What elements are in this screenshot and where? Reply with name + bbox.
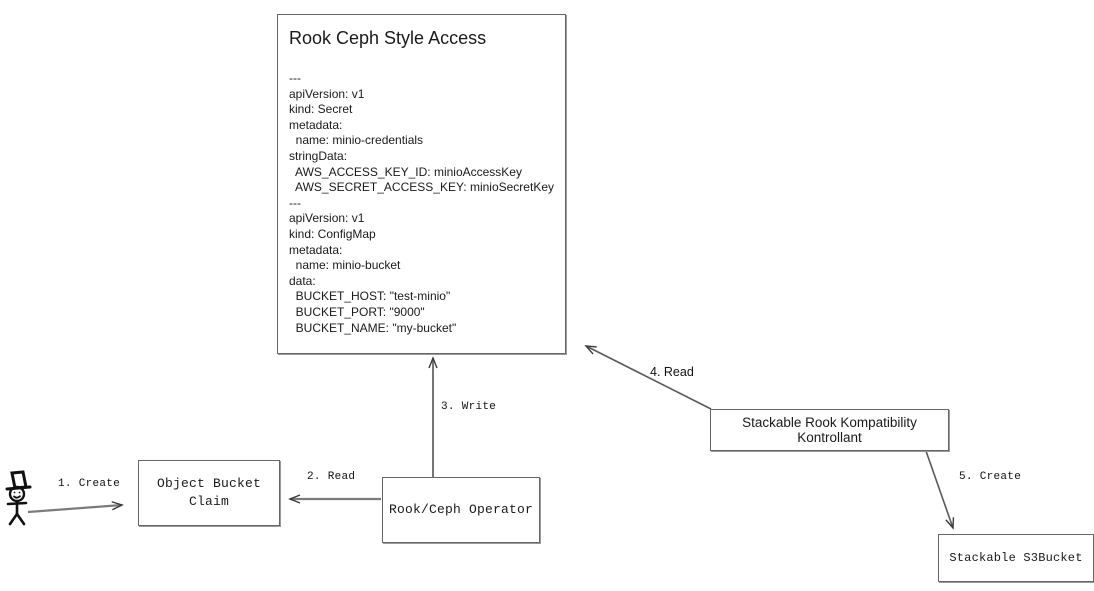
- edge-1-create: [27, 501, 124, 514]
- node-stackable-rook-kompatibility-kontrollant[interactable]: Stackable Rook Kompatibility Kontrollant: [710, 409, 949, 451]
- edge-5-create: [925, 450, 955, 530]
- node-rook-ceph-operator[interactable]: Rook/Ceph Operator: [382, 477, 540, 543]
- edge-label-2-read: 2. Read: [307, 471, 356, 483]
- node-rook-ceph-style-access[interactable]: Rook Ceph Style Access --- apiVersion: v…: [277, 14, 566, 354]
- edge-label-5-create: 5. Create: [959, 471, 1022, 483]
- edge-label-3-write: 3. Write: [441, 401, 497, 413]
- edge-label-4-read: 4. Read: [650, 365, 694, 379]
- edge-4-read: [584, 345, 712, 410]
- yaml-card-body: --- apiVersion: v1 kind: Secret metadata…: [289, 71, 554, 335]
- node-stackable-s3bucket[interactable]: Stackable S3Bucket: [938, 534, 1094, 582]
- edge-label-1-create: 1. Create: [58, 478, 121, 490]
- yaml-card-title: Rook Ceph Style Access: [289, 28, 487, 48]
- actor-stick-figure-icon: [5, 470, 32, 526]
- node-object-bucket-claim[interactable]: Object Bucket Claim: [138, 460, 280, 526]
